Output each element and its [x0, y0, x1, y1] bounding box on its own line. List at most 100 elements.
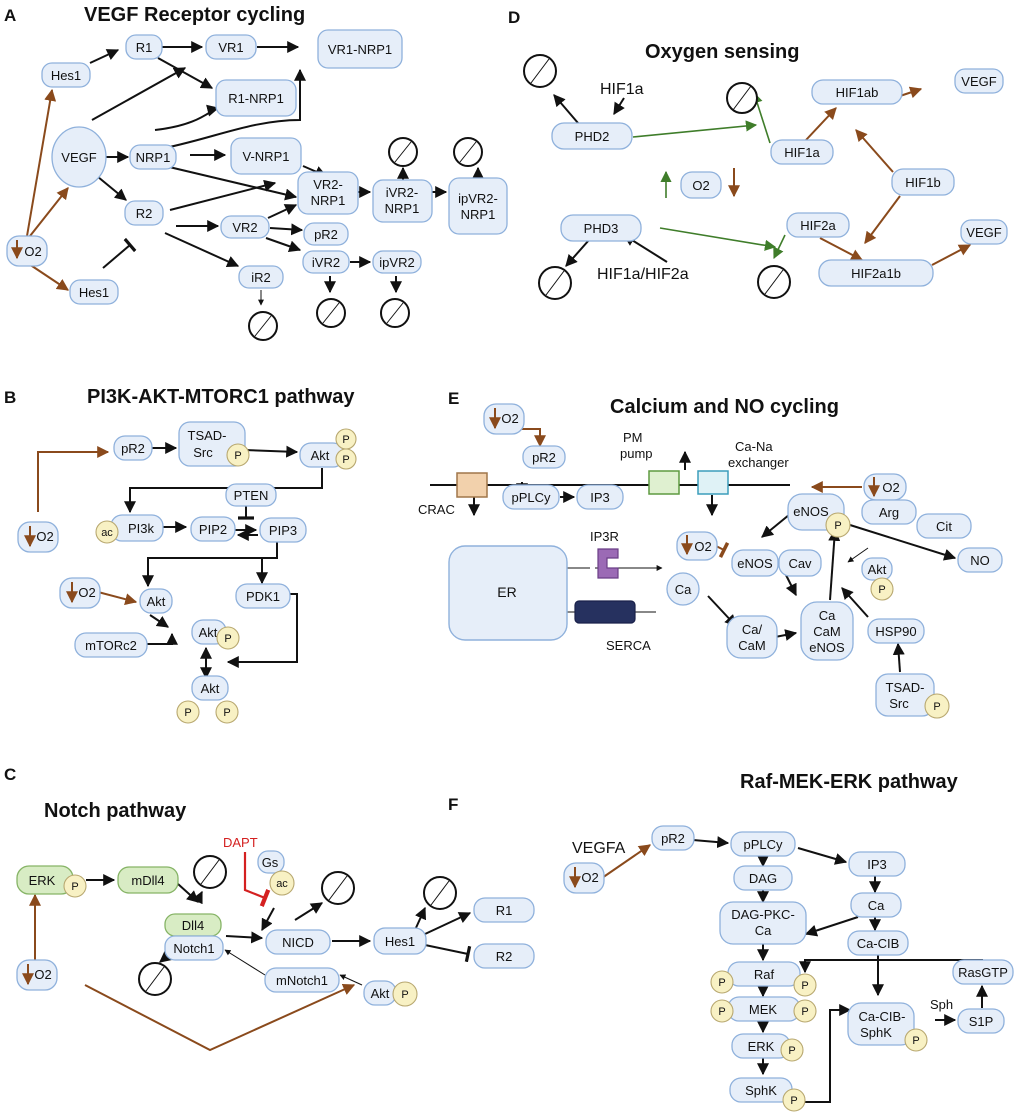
enos-top-label: eNOS: [793, 504, 829, 519]
erk-label: ERK: [748, 1039, 775, 1054]
pdk1-node: [235, 583, 291, 609]
panel-a: A VEGF Receptor cycling: [4, 4, 508, 341]
phospho-badge: [335, 448, 357, 470]
degradation-icon: [757, 265, 791, 299]
phospho-label: P: [342, 454, 349, 466]
hes1-node: [373, 927, 427, 955]
pm-pump-label-2: pump: [620, 446, 653, 461]
vr1-node: [205, 34, 257, 60]
enos-label: eNOS: [737, 556, 773, 571]
ca-na-label-2: exchanger: [728, 455, 789, 470]
dll4-label: Dll4: [182, 918, 204, 933]
phd3-node: [560, 214, 642, 242]
degradation-icon: [538, 266, 572, 300]
r2-label: R2: [136, 206, 153, 221]
r1-nrp1-label: R1-NRP1: [228, 91, 284, 106]
rasgtp-label: RasGTP: [958, 965, 1008, 980]
pr2-label: pR2: [314, 227, 338, 242]
akt-pp-node: [191, 675, 229, 701]
dag-pkc-ca-label-1: DAG-PKC-: [731, 907, 795, 922]
hif1a-node: [770, 139, 834, 165]
gs-node: [257, 850, 285, 874]
ipvr2-node: [372, 250, 422, 274]
hif2a1b-label: HIF2a1b: [851, 266, 901, 281]
no-node: [957, 547, 1003, 573]
akt-top-label: Akt: [311, 448, 330, 463]
vr2-label: VR2: [232, 220, 257, 235]
ip3-label: IP3: [590, 490, 610, 505]
phospho-badge: [825, 512, 851, 538]
serca-label: SERCA: [606, 638, 651, 653]
ca-node: [666, 572, 700, 606]
vr2-nrp1-node: [297, 171, 359, 215]
ivr2-nrp1-label-1: iVR2-: [386, 185, 419, 200]
no-label: NO: [970, 553, 990, 568]
ivr2-label: iVR2: [312, 255, 340, 270]
enos-node: [731, 549, 779, 577]
vegf-top-label: VEGF: [961, 74, 996, 89]
phd2-node: [551, 122, 633, 150]
vegf-bottom-node: [960, 219, 1008, 245]
phd3-label: PHD3: [584, 221, 619, 236]
degradation-icon: [726, 82, 758, 114]
phospho-label: P: [401, 989, 408, 1001]
hes1-label: Hes1: [51, 68, 81, 83]
degradation-icon: [453, 137, 483, 167]
phospho-badge: [924, 693, 950, 719]
o2-label: O2: [501, 411, 518, 426]
gs-label: Gs: [262, 855, 279, 870]
ipvr2-nrp1-node: [448, 177, 508, 235]
acetyl-badge: [95, 520, 119, 544]
nrp1-label: NRP1: [136, 150, 171, 165]
o2-label-2: O2: [882, 480, 899, 495]
ca-cam-enos-label-2: CaM: [813, 624, 840, 639]
sphk-label: SphK: [745, 1083, 777, 1098]
vegf-top-node: [954, 68, 1004, 94]
phospho-label: P: [933, 701, 940, 713]
hif1b-node: [891, 168, 955, 196]
akt-label: Akt: [868, 562, 887, 577]
panel-a-title: VEGF Receptor cycling: [84, 4, 305, 26]
s1p-label: S1P: [969, 1014, 994, 1029]
v-nrp1-label: V-NRP1: [243, 149, 290, 164]
crac-channel: [456, 472, 488, 498]
mek-label: MEK: [749, 1002, 778, 1017]
ca-cib-sphk-node: [847, 1002, 915, 1046]
cav-label: Cav: [788, 556, 812, 571]
phospho-badge: [782, 1088, 806, 1112]
dag-label: DAG: [749, 871, 777, 886]
vr2-nrp1-label-2: NRP1: [311, 193, 346, 208]
phospho-label: P: [718, 977, 725, 989]
o2-label: O2: [581, 870, 598, 885]
panel-c-title: Notch pathway: [44, 800, 187, 822]
vr1-nrp1-label: VR1-NRP1: [328, 42, 392, 57]
hif1b-label: HIF1b: [905, 175, 940, 190]
tsad-src-label-2: Src: [889, 696, 909, 711]
nicd-node: [265, 929, 331, 955]
pr2-label: pR2: [661, 831, 685, 846]
phospho-label: P: [223, 707, 230, 719]
r1-node: [125, 34, 163, 60]
pip2-label: PIP2: [199, 522, 227, 537]
r1-nrp1-node: [215, 79, 297, 117]
sph-label: Sph: [930, 997, 953, 1012]
ip3-label: IP3: [867, 857, 887, 872]
phospho-badge: [392, 981, 418, 1007]
er-compartment: [448, 545, 568, 641]
degradation-icon: [523, 54, 557, 88]
phospho-label: P: [790, 1095, 797, 1107]
r1-node: [473, 897, 535, 923]
panel-c-letter: C: [4, 765, 16, 784]
akt-pp-label: Akt: [201, 681, 220, 696]
phospho-label: P: [718, 1006, 725, 1018]
o2-label: O2: [36, 529, 53, 544]
pi3k-label: PI3k: [128, 521, 155, 536]
phospho-label: P: [834, 520, 841, 532]
ca-na-exchanger: [697, 470, 729, 495]
panel-f-letter: F: [448, 795, 458, 814]
tsad-src-label-2: Src: [193, 445, 213, 460]
ivr2-node: [302, 250, 350, 274]
o2-label-3: O2: [694, 539, 711, 554]
ir2-label: iR2: [251, 270, 271, 285]
dag-node: [733, 865, 793, 891]
